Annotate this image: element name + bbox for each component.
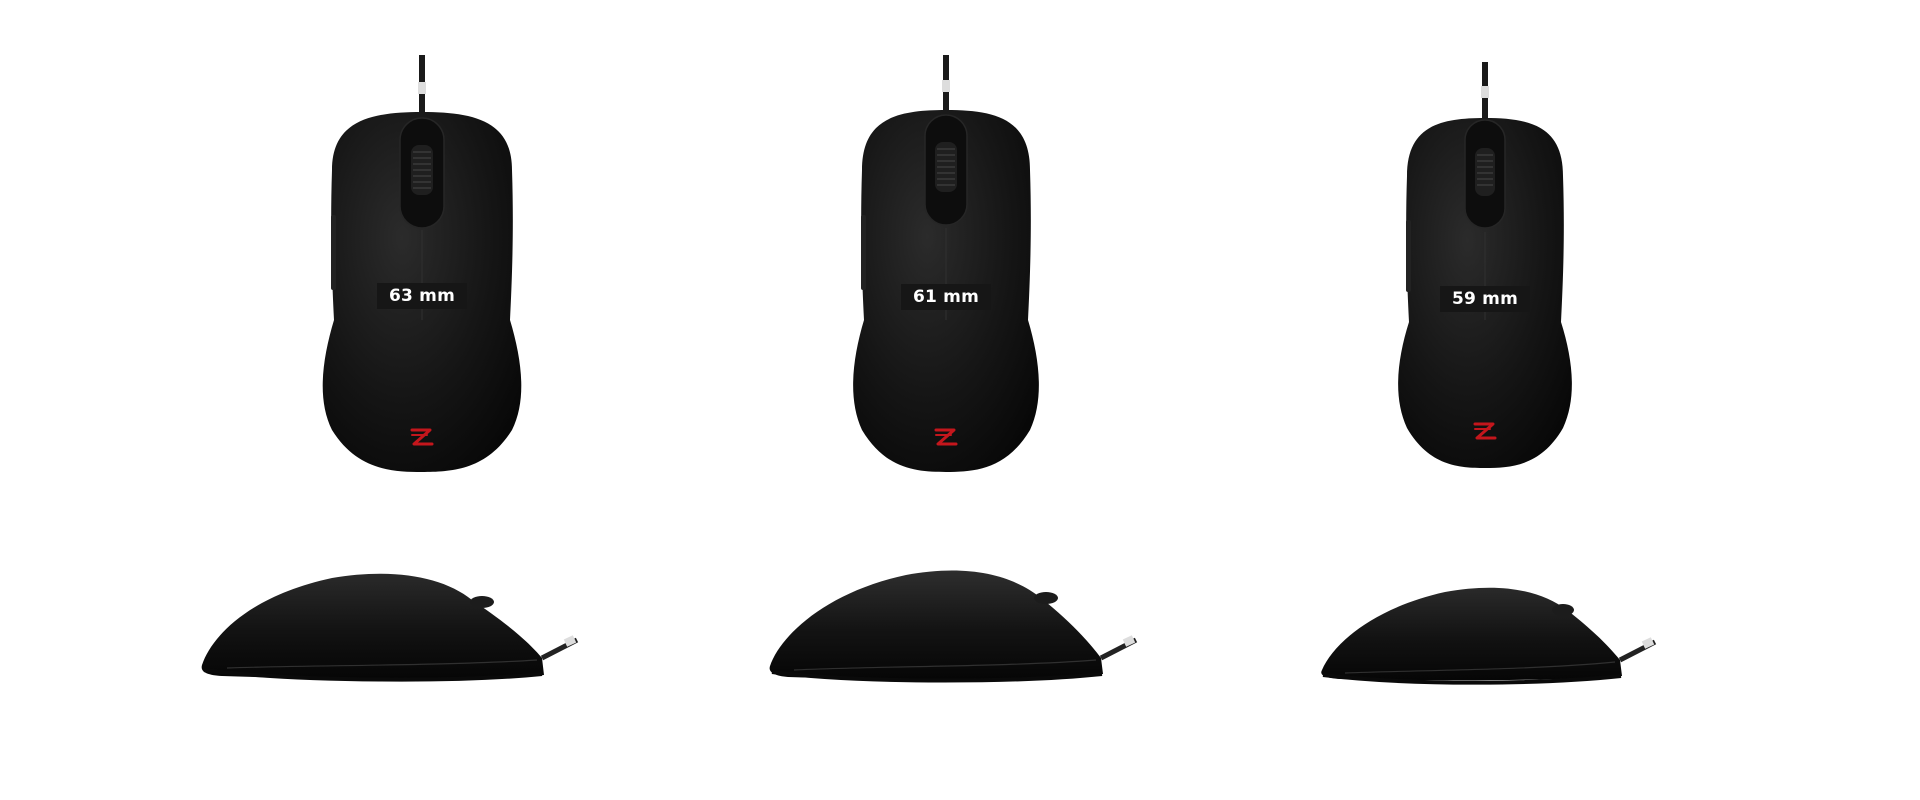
- mouse-product-large: 63 mm: [182, 0, 662, 800]
- zowie-logo-icon: [1473, 422, 1497, 440]
- mouse-product-small: 59 mm: [1245, 0, 1725, 800]
- mouse-top-view: [282, 55, 562, 472]
- zowie-logo-icon: [410, 428, 434, 446]
- mouse-top-view: [806, 55, 1086, 472]
- mouse-side-view: [201, 573, 579, 682]
- mouse-side-shell: [201, 573, 544, 679]
- mouse-side-view: [1321, 587, 1657, 685]
- width-label: 59 mm: [1451, 289, 1518, 309]
- mouse-side-shell: [1321, 587, 1622, 681]
- width-label: 61 mm: [912, 287, 979, 307]
- mouse-side-shell: [769, 570, 1103, 679]
- zowie-logo-icon: [934, 428, 958, 446]
- mouse-side-view: [769, 570, 1138, 683]
- mouse-product-medium: 61 mm: [706, 0, 1186, 800]
- width-label: 63 mm: [388, 286, 455, 306]
- mouse-top-view: [1345, 62, 1625, 468]
